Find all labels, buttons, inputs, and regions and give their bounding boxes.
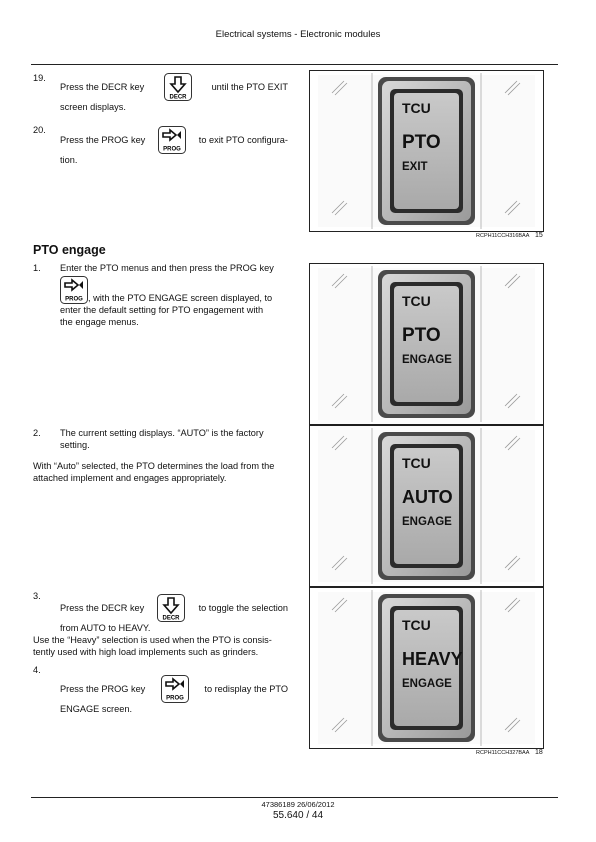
step-text: Enter the PTO menus and then press the P… (60, 263, 274, 327)
step-text: Press the DECR key DECR to toggle the se… (60, 594, 288, 634)
note-text: With “Auto” selected, the PTO determines… (33, 461, 275, 483)
display-figure: TCU PTO EXIT (309, 70, 544, 232)
display-figure: TCU PTO ENGAGE (309, 263, 544, 425)
prog-key-icon: PROG (158, 126, 187, 154)
doc-number: 47386189 26/06/2012 (261, 800, 335, 809)
decr-key-icon: DECR (157, 594, 186, 622)
figure-number: 18 (535, 749, 543, 756)
step-number: 2. (33, 428, 41, 438)
svg-text:DECR: DECR (169, 95, 187, 101)
page-number: 55.640 / 44 (272, 810, 324, 821)
display-figure: TCU HEAVY ENGAGE (309, 587, 544, 749)
screen-line3: ENGAGE (402, 516, 452, 528)
step-text: Press the PROG key PROG to redisplay the… (60, 675, 288, 715)
screen-line1: TCU (402, 293, 431, 309)
figure-number: 15 (535, 232, 543, 239)
svg-text:DECR: DECR (163, 616, 181, 622)
step-number: 4. (33, 665, 41, 675)
screen-line2: AUTO (402, 487, 453, 507)
step-text: The current setting displays. “AUTO” is … (60, 428, 264, 450)
decr-key-icon: DECR (163, 73, 192, 101)
header-rule (31, 64, 558, 65)
screen-line2: PTO (402, 325, 441, 346)
footer-rule (31, 797, 558, 798)
prog-key-icon: PROG (60, 276, 88, 304)
svg-text:PROG: PROG (163, 147, 181, 153)
screen-line2: PTO (402, 132, 441, 153)
svg-text:PROG: PROG (166, 696, 184, 702)
screen-line1: TCU (402, 617, 431, 633)
screen-line2: HEAVY (402, 649, 463, 669)
note-text: Use the “Heavy” selection is used when t… (33, 635, 272, 657)
screen-line3: EXIT (402, 161, 428, 173)
section-title: PTO engage (33, 243, 106, 257)
step-number: 20. (33, 125, 46, 135)
screen-line1: TCU (402, 100, 431, 116)
screen-line3: ENGAGE (402, 354, 452, 366)
step-number: 1. (33, 263, 41, 273)
display-figure: TCU AUTO ENGAGE (309, 425, 544, 587)
step-text: Press the DECR key DECR until the PTO EX… (60, 73, 288, 113)
figure-code: RCPH11CCH316BAA (476, 233, 530, 239)
step-text: Press the PROG key PROG to exit PTO conf… (60, 126, 288, 166)
figure-code: RCPH11CCH327BAA (476, 750, 530, 756)
screen-line1: TCU (402, 455, 431, 471)
prog-key-icon: PROG (160, 675, 189, 703)
svg-text:PROG: PROG (65, 297, 83, 303)
page-header: Electrical systems - Electronic modules (215, 29, 381, 40)
step-number: 3. (33, 591, 41, 601)
step-number: 19. (33, 73, 46, 83)
screen-line3: ENGAGE (402, 678, 452, 690)
